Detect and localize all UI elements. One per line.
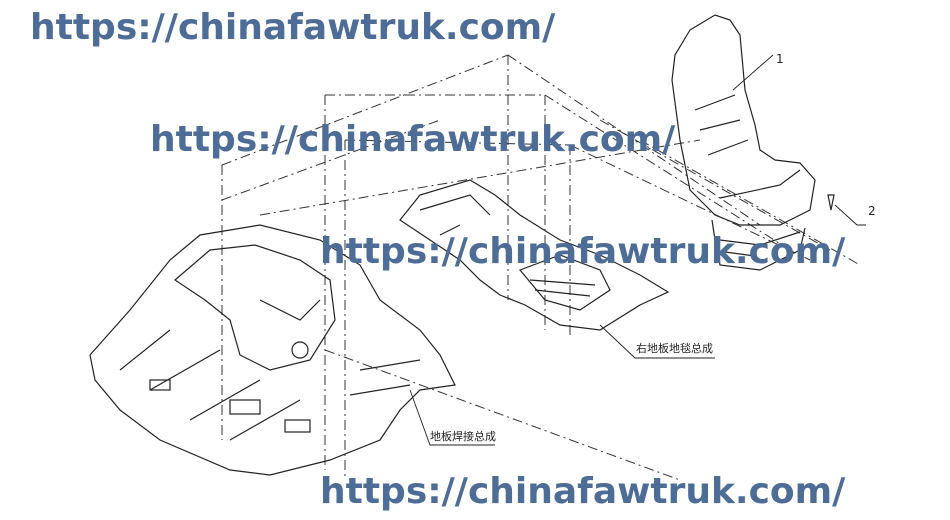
watermark: https://chinafawtruk.com/ bbox=[320, 471, 846, 512]
watermark: https://chinafawtruk.com/ bbox=[30, 7, 556, 48]
watermark: https://chinafawtruk.com/ bbox=[320, 231, 846, 272]
callout-2: 2 bbox=[868, 204, 876, 218]
watermark: https://chinafawtruk.com/ bbox=[150, 119, 676, 160]
floor-welding-assembly-label: 地板焊接总成 bbox=[430, 430, 496, 444]
floor-welding-assembly-drawing bbox=[89, 224, 456, 476]
right-floor-carpet-assembly-label: 右地板地毯总成 bbox=[636, 342, 713, 356]
right-floor-carpet-drawing bbox=[399, 179, 670, 331]
projection-lines bbox=[221, 54, 861, 481]
callout-1: 1 bbox=[776, 52, 784, 66]
seat-drawing bbox=[671, 14, 835, 271]
leader-lines bbox=[409, 54, 866, 446]
bolt-drawing bbox=[827, 194, 835, 211]
